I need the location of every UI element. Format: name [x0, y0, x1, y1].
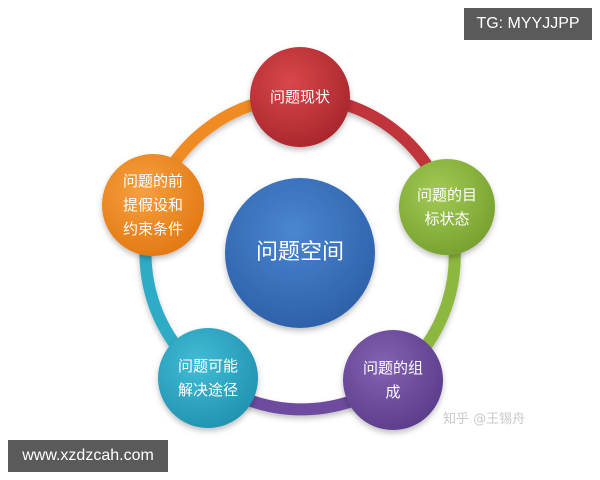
node-circle-possible-solutions — [158, 328, 258, 428]
watermark-text: 知乎 @王锡舟 — [443, 412, 526, 427]
node-circle-composition — [343, 330, 443, 430]
node-circle-assumptions-constraints — [102, 154, 204, 256]
tg-badge: TG: MYYJJPP — [464, 8, 592, 40]
node-label-assumptions-constraints: 问题的前 提假设和 约束条件 — [122, 172, 183, 238]
center-circle — [225, 178, 375, 328]
node-label-composition: 问题的组 成 — [362, 359, 423, 401]
node-circle-goal-state — [399, 159, 495, 255]
node-label-current-state: 问题现状 — [269, 88, 330, 106]
center-label: 问题空间 — [255, 240, 344, 265]
node-circle-current-state — [250, 47, 350, 147]
website-badge: www.xzdzcah.com — [8, 440, 168, 472]
node-label-possible-solutions: 问题可能 解决途径 — [177, 357, 238, 399]
node-label-goal-state: 问题的目 标状态 — [416, 186, 477, 228]
